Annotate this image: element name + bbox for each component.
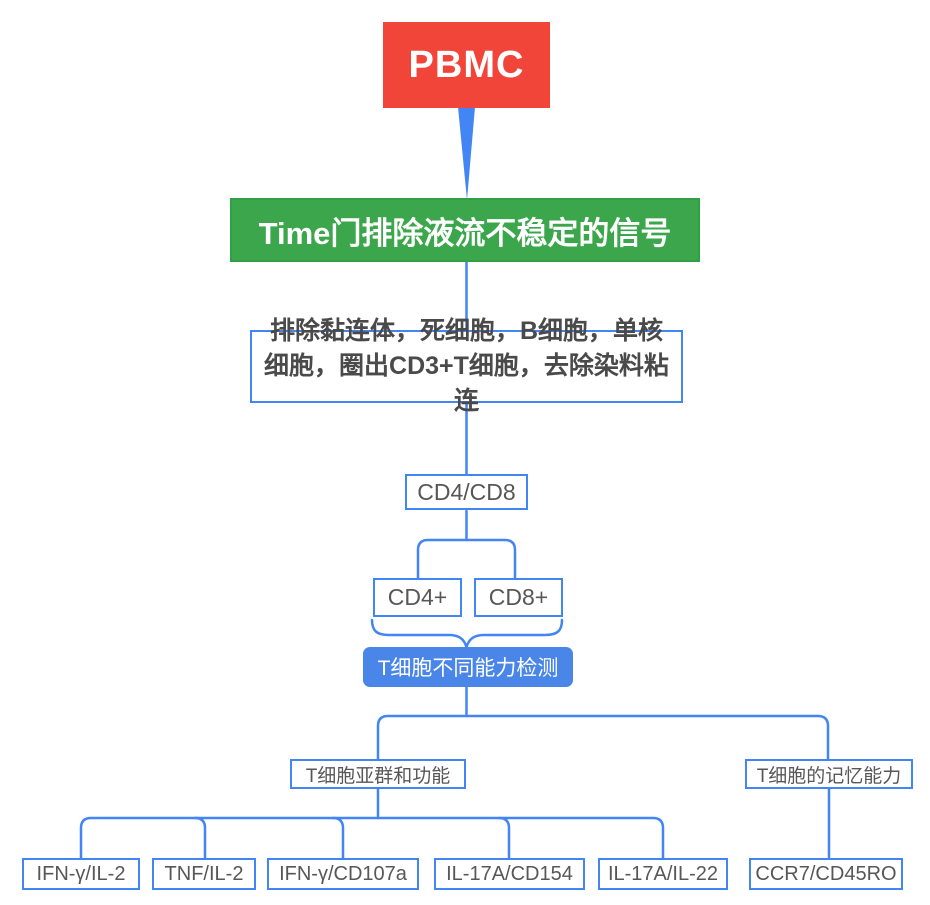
leaf-il17a-il22: IL-17A/IL-22 [598, 858, 728, 890]
edge-drop-tnf [193, 816, 207, 860]
pbmc-node: PBMC [383, 22, 550, 108]
curly-brace [370, 618, 564, 652]
edge-ability-branch [376, 714, 830, 761]
leaf-ifng-il2: IFN-γ/IL-2 [22, 858, 140, 890]
edge-cd4cd8-branch [416, 538, 517, 580]
t-cell-subsets-node: T细胞亚群和功能 [290, 759, 466, 789]
edge-drop-cd107a [331, 816, 345, 860]
edge-subsets-rail [79, 816, 665, 860]
t-cell-memory-node: T细胞的记忆能力 [745, 759, 913, 789]
cd8-node: CD8+ [474, 578, 563, 617]
exclusion-step-node: 排除黏连体，死细胞，B细胞，单核细胞，圈出CD3+T细胞，去除染料粘连 [250, 317, 683, 415]
edge-drop-cd154 [497, 816, 511, 860]
cd4-node: CD4+ [373, 578, 462, 617]
t-cell-ability-node: T细胞不同能力检测 [363, 647, 573, 687]
leaf-ccr7-cd45ro: CCR7/CD45RO [749, 858, 903, 890]
cd4-cd8-node: CD4/CD8 [405, 474, 528, 510]
taper-connector [458, 107, 475, 200]
time-gate-node: Time门排除液流不稳定的信号 [230, 198, 700, 262]
leaf-ifng-cd107a: IFN-γ/CD107a [267, 858, 419, 890]
leaf-tnf-il2: TNF/IL-2 [152, 858, 256, 890]
leaf-il17a-cd154: IL-17A/CD154 [434, 858, 585, 890]
